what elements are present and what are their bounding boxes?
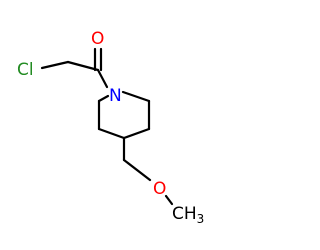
- methyl-subscript: 3: [197, 212, 205, 226]
- structure-canvas: O Cl N O CH3: [17, 29, 205, 226]
- atom-labels: O Cl N O CH3: [17, 29, 204, 226]
- nitrogen-label: N: [109, 86, 122, 106]
- methyl-ch: CH: [172, 204, 197, 224]
- methyl-label: CH3: [172, 204, 204, 226]
- ether-oxygen-label: O: [153, 179, 166, 199]
- carbonyl-oxygen-label: O: [91, 29, 104, 49]
- o-ch3-bond: [164, 194, 174, 206]
- carbonyl-ch2-bond: [66, 60, 100, 72]
- ring-bond-c3-c4: [122, 127, 151, 140]
- ring-bond-n-c2: [121, 90, 151, 103]
- molecule-diagram: O Cl N O CH3: [17, 29, 204, 226]
- ring-bond-c4-c5: [97, 127, 126, 140]
- ch2-o-bond: [122, 158, 152, 182]
- carbonyl-n-bond: [96, 68, 109, 89]
- chlorine-label: Cl: [17, 60, 34, 80]
- bonds: [40, 47, 174, 206]
- ring-bond-c6-n: [97, 94, 110, 103]
- ch2-cl-bond: [40, 60, 70, 70]
